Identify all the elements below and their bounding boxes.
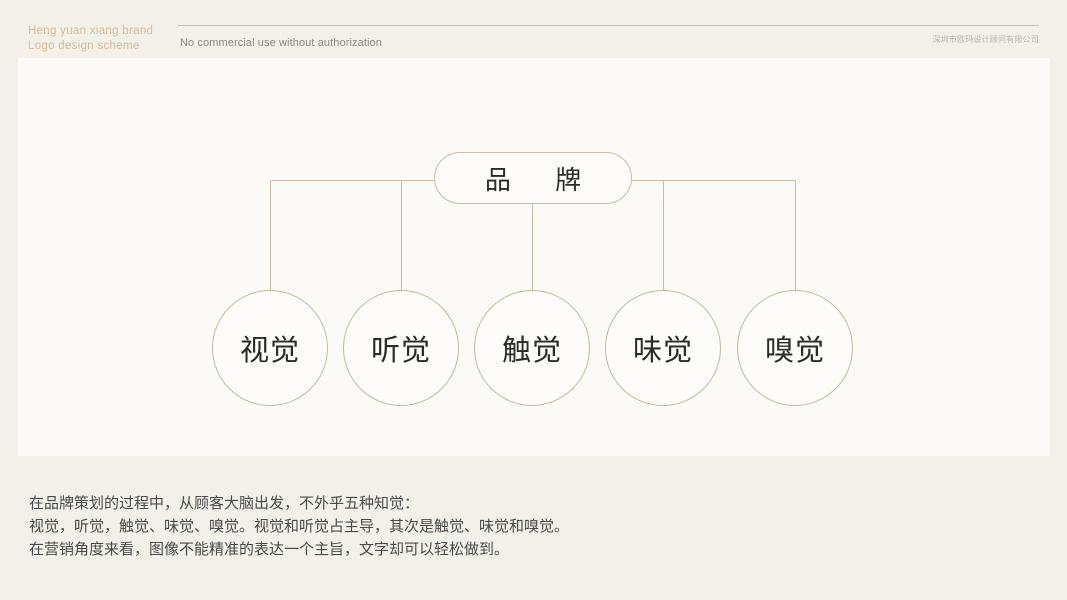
company-name: 深圳市欧玛设计顾问有限公司 (932, 35, 1039, 44)
sense-node-label: 味觉 (632, 333, 693, 367)
header-divider (178, 25, 1039, 26)
sense-node-label: 嗅觉 (764, 333, 825, 367)
sense-node-label: 触觉 (501, 333, 562, 367)
page-header: Heng yuan xiang brand Logo design scheme… (0, 0, 1067, 58)
sense-hierarchy-diagram: 品 牌 视觉 听觉 触觉 味觉 嗅觉 (0, 58, 1067, 456)
sense-node-hearing[interactable]: 听觉 (343, 290, 459, 406)
connector-lines (270, 180, 796, 290)
sense-node-label: 听觉 (370, 333, 431, 367)
sense-node-smell[interactable]: 嗅觉 (737, 290, 853, 406)
usage-notice: No commercial use without authorization (180, 37, 382, 49)
sense-node-vision[interactable]: 视觉 (212, 290, 328, 406)
caption-block: 在品牌策划的过程中，从顾客大脑出发，不外乎五种知觉： 视觉，听觉，触觉、味觉、嗅… (29, 492, 1029, 561)
caption-line-1: 在品牌策划的过程中，从顾客大脑出发，不外乎五种知觉： (29, 494, 420, 512)
sense-node-label: 视觉 (239, 333, 300, 367)
logo-line-2: Logo design scheme (28, 40, 140, 52)
root-node-brand[interactable]: 品 牌 (434, 152, 632, 204)
brand-logo: Heng yuan xiang brand Logo design scheme (28, 24, 153, 54)
caption-line-3: 在营销角度来看，图像不能精准的表达一个主旨，文字却可以轻松做到。 (29, 540, 510, 558)
caption-line-2: 视觉，听觉，触觉、味觉、嗅觉。视觉和听觉占主导，其次是触觉、味觉和嗅觉。 (29, 517, 570, 535)
root-node-label: 品 牌 (484, 165, 600, 196)
logo-line-1: Heng yuan xiang brand (28, 25, 154, 37)
sense-node-touch[interactable]: 触觉 (474, 290, 590, 406)
sense-node-taste[interactable]: 味觉 (605, 290, 721, 406)
